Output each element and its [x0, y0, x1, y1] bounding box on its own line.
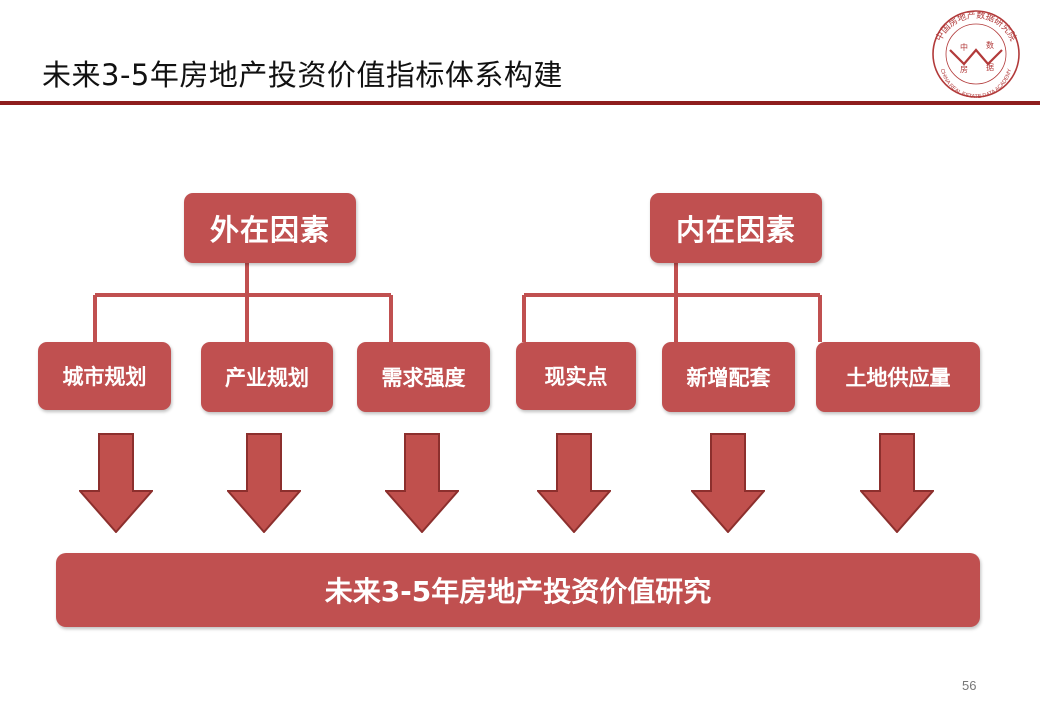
slide-title: 未来3-5年房地产投资价值指标体系构建	[42, 58, 563, 92]
down-arrow-icon	[860, 433, 934, 533]
logo-char-1: 中	[960, 42, 968, 52]
factor-new-facilities: 新增配套	[662, 342, 795, 412]
factor-urban-planning: 城市规划	[38, 342, 171, 410]
factor-land-supply: 土地供应量	[816, 342, 980, 412]
down-arrow-icon	[691, 433, 765, 533]
down-arrow-icon	[227, 433, 301, 533]
factor-existing-sites: 现实点	[516, 342, 636, 410]
down-arrow-icon	[79, 433, 153, 533]
result-investment-value-study: 未来3-5年房地产投资价值研究	[56, 553, 980, 627]
academy-logo-icon: 中国房地产数据研究院 CHINA REAL ESTATE DATA ACADEM…	[932, 9, 1020, 98]
category-external-factors: 外在因素	[184, 193, 356, 263]
factor-industry-planning: 产业规划	[201, 342, 333, 412]
title-rule	[0, 101, 1040, 105]
down-arrow-icon	[537, 433, 611, 533]
factor-demand-intensity: 需求强度	[357, 342, 490, 412]
logo-char-2: 数	[986, 40, 994, 50]
category-internal-factors: 内在因素	[650, 193, 822, 263]
down-arrow-icon	[385, 433, 459, 533]
page-number: 56	[962, 678, 977, 693]
logo-char-3: 房	[960, 64, 968, 74]
logo-char-4: 据	[986, 62, 994, 72]
